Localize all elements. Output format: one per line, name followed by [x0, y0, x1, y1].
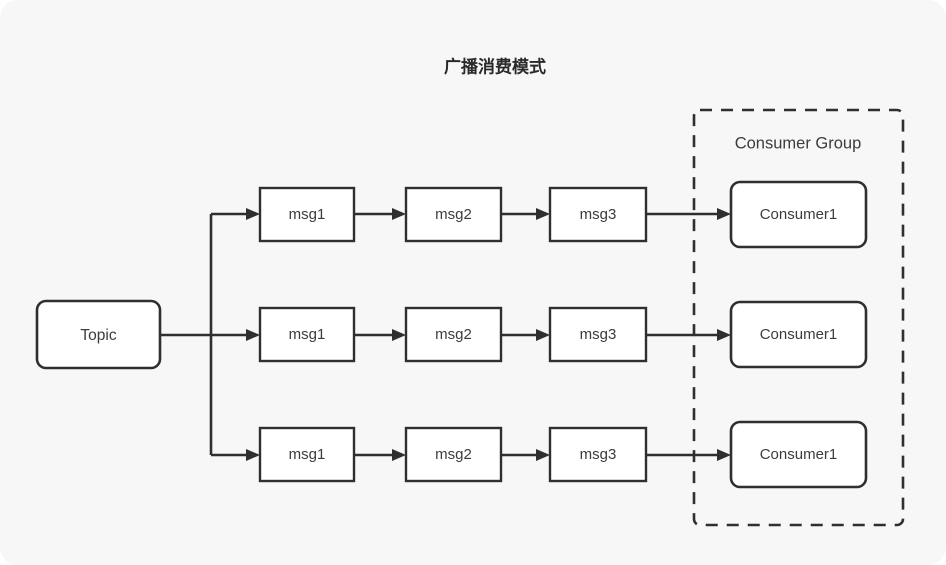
arrow-head-row3-msg3 [536, 449, 550, 461]
msg-label: msg1 [289, 326, 326, 343]
consumer-label: Consumer1 [760, 206, 838, 223]
consumer-group-label: Consumer Group [735, 134, 862, 152]
consumer-group-container [692, 108, 905, 527]
arrow-head-row1-consumer [717, 208, 731, 220]
consumer-node-row3[interactable]: Consumer1 [729, 420, 868, 489]
message-node-row1-msg2[interactable]: msg2 [404, 186, 503, 243]
consumer-label: Consumer1 [760, 446, 838, 463]
arrow-head-row1-msg2 [392, 208, 406, 220]
consumer-box[interactable] [729, 300, 868, 369]
message-node-row3-msg1[interactable]: msg1 [258, 426, 356, 483]
message-node-row2-msg3[interactable]: msg3 [548, 306, 648, 363]
arrow-head-row1-branch [246, 208, 260, 220]
topic-label: Topic [80, 327, 116, 344]
msg-box[interactable] [548, 426, 648, 483]
message-node-row2-msg1[interactable]: msg1 [258, 306, 356, 363]
arrow-head-row2-branch [246, 329, 260, 341]
arrow-head-row1-msg3 [536, 208, 550, 220]
arrow-head-row2-msg3 [536, 329, 550, 341]
msg-box[interactable] [404, 426, 503, 483]
msg-box[interactable] [404, 186, 503, 243]
topic-box[interactable] [35, 299, 162, 370]
arrow-head-row2-msg2 [392, 329, 406, 341]
consumer-node-row1[interactable]: Consumer1 [729, 180, 868, 249]
msg-box[interactable] [548, 186, 648, 243]
msg-label: msg2 [435, 326, 472, 343]
arrow-head-row3-msg2 [392, 449, 406, 461]
msg-label: msg2 [435, 446, 472, 463]
arrow-head-row3-consumer [717, 449, 731, 461]
consumer-label: Consumer1 [760, 326, 838, 343]
msg-label: msg1 [289, 446, 326, 463]
consumer-node-row2[interactable]: Consumer1 [729, 300, 868, 369]
msg-box[interactable] [258, 426, 356, 483]
arrow-head-row3-branch [246, 449, 260, 461]
message-node-row2-msg2[interactable]: msg2 [404, 306, 503, 363]
msg-label: msg1 [289, 206, 326, 223]
msg-label: msg3 [580, 326, 617, 343]
msg-label: msg3 [580, 206, 617, 223]
message-node-row3-msg3[interactable]: msg3 [548, 426, 648, 483]
arrow-head-row2-consumer [717, 329, 731, 341]
msg-label: msg2 [435, 206, 472, 223]
topic-node[interactable]: Topic [35, 299, 162, 370]
msg-box[interactable] [258, 306, 356, 363]
consumer-box[interactable] [729, 420, 868, 489]
msg-box[interactable] [404, 306, 503, 363]
message-node-row1-msg3[interactable]: msg3 [548, 186, 648, 243]
message-node-row1-msg1[interactable]: msg1 [258, 186, 356, 243]
msg-label: msg3 [580, 446, 617, 463]
page-title: 广播消费模式 [444, 56, 546, 76]
message-node-row3-msg2[interactable]: msg2 [404, 426, 503, 483]
msg-box[interactable] [548, 306, 648, 363]
consumer-box[interactable] [729, 180, 868, 249]
msg-box[interactable] [258, 186, 356, 243]
